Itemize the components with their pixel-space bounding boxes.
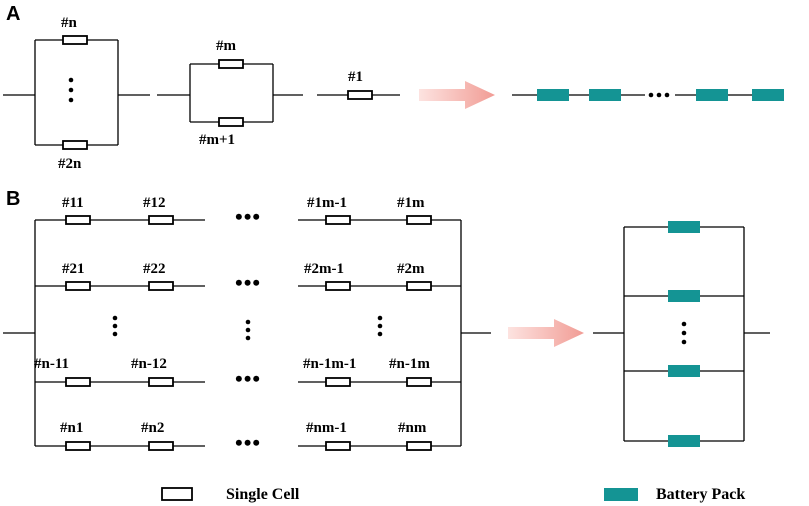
- single-cell: [62, 35, 88, 45]
- cell-label: #n-12: [131, 356, 167, 372]
- legend-battery-pack: Battery Pack: [656, 486, 745, 503]
- single-cell: [325, 377, 351, 387]
- single-cell: [148, 441, 174, 451]
- cell-label: #12: [143, 195, 166, 211]
- battery-pack-legend-icon: [604, 488, 638, 501]
- single-cell: [65, 441, 91, 451]
- cell-label: #n-1m-1: [303, 356, 356, 372]
- single-cell: [218, 117, 244, 127]
- legend: Single Cell Battery Pack: [161, 486, 745, 503]
- vertical-ellipsis: [681, 321, 687, 345]
- panel-a-group-2: #m #m+1: [157, 38, 303, 148]
- cell-label: #n2: [141, 420, 164, 436]
- battery-pack: [668, 221, 700, 233]
- panel-b-parallel-packs: [593, 221, 770, 447]
- single-cell: [325, 441, 351, 451]
- arrow-right-icon: [419, 81, 495, 109]
- horizontal-ellipsis: •••: [235, 204, 261, 229]
- cell-label: #n: [61, 15, 78, 31]
- cell-label: #nm: [398, 420, 427, 436]
- panel-label-a: A: [6, 3, 20, 25]
- vertical-ellipsis: [245, 319, 251, 341]
- horizontal-ellipsis: •••: [235, 270, 261, 295]
- battery-pack: [589, 89, 621, 101]
- single-cell: [65, 281, 91, 291]
- battery-pack: [696, 89, 728, 101]
- battery-pack: [668, 435, 700, 447]
- cell-label: #1m-1: [307, 195, 347, 211]
- panel-b-matrix: #11 #12 #1m-1 #1m ••• #21 #22 #2m-1 #2m …: [3, 195, 491, 455]
- single-cell: [148, 215, 174, 225]
- cell-label: #2m-1: [304, 261, 344, 277]
- single-cell: [406, 215, 432, 225]
- cell-label: #n-1m: [389, 356, 430, 372]
- single-cell: [218, 59, 244, 69]
- vertical-ellipsis: [112, 315, 118, 337]
- battery-pack: [537, 89, 569, 101]
- cell-label: #nm-1: [306, 420, 347, 436]
- horizontal-ellipsis: •••: [235, 366, 261, 391]
- horizontal-ellipsis: •••: [235, 430, 261, 455]
- vertical-ellipsis: [68, 77, 74, 83]
- horizontal-ellipsis: [648, 92, 654, 98]
- cell-label: #n-11: [34, 356, 69, 372]
- single-cell: [347, 90, 373, 100]
- cell-label: #21: [62, 261, 85, 277]
- single-cell: [148, 377, 174, 387]
- cell-label: #22: [143, 261, 166, 277]
- cell-label: #1m: [397, 195, 425, 211]
- single-cell: [406, 441, 432, 451]
- single-cell: [65, 377, 91, 387]
- cell-label: #n1: [60, 420, 83, 436]
- battery-pack: [752, 89, 784, 101]
- legend-single-cell: Single Cell: [226, 486, 300, 503]
- panel-label-b: B: [6, 188, 20, 210]
- single-cell: [325, 215, 351, 225]
- panel-a-single: #1: [317, 69, 400, 100]
- arrow-right-icon: [508, 319, 584, 347]
- cell-label: #11: [62, 195, 84, 211]
- cell-label: #m: [216, 38, 237, 54]
- single-cell: [62, 140, 88, 150]
- panel-a-group-1: #n #2n: [3, 15, 150, 172]
- cell-label: #2n: [58, 156, 82, 172]
- vertical-ellipsis: [377, 315, 383, 337]
- single-cell: [148, 281, 174, 291]
- single-cell: [65, 215, 91, 225]
- cell-label: #1: [348, 69, 363, 85]
- single-cell: [406, 281, 432, 291]
- single-cell-legend-icon: [161, 487, 193, 501]
- battery-pack: [668, 290, 700, 302]
- battery-pack: [668, 365, 700, 377]
- single-cell: [406, 377, 432, 387]
- cell-label: #2m: [397, 261, 425, 277]
- cell-label: #m+1: [199, 132, 235, 148]
- single-cell: [325, 281, 351, 291]
- panel-a-series-packs: [512, 89, 784, 101]
